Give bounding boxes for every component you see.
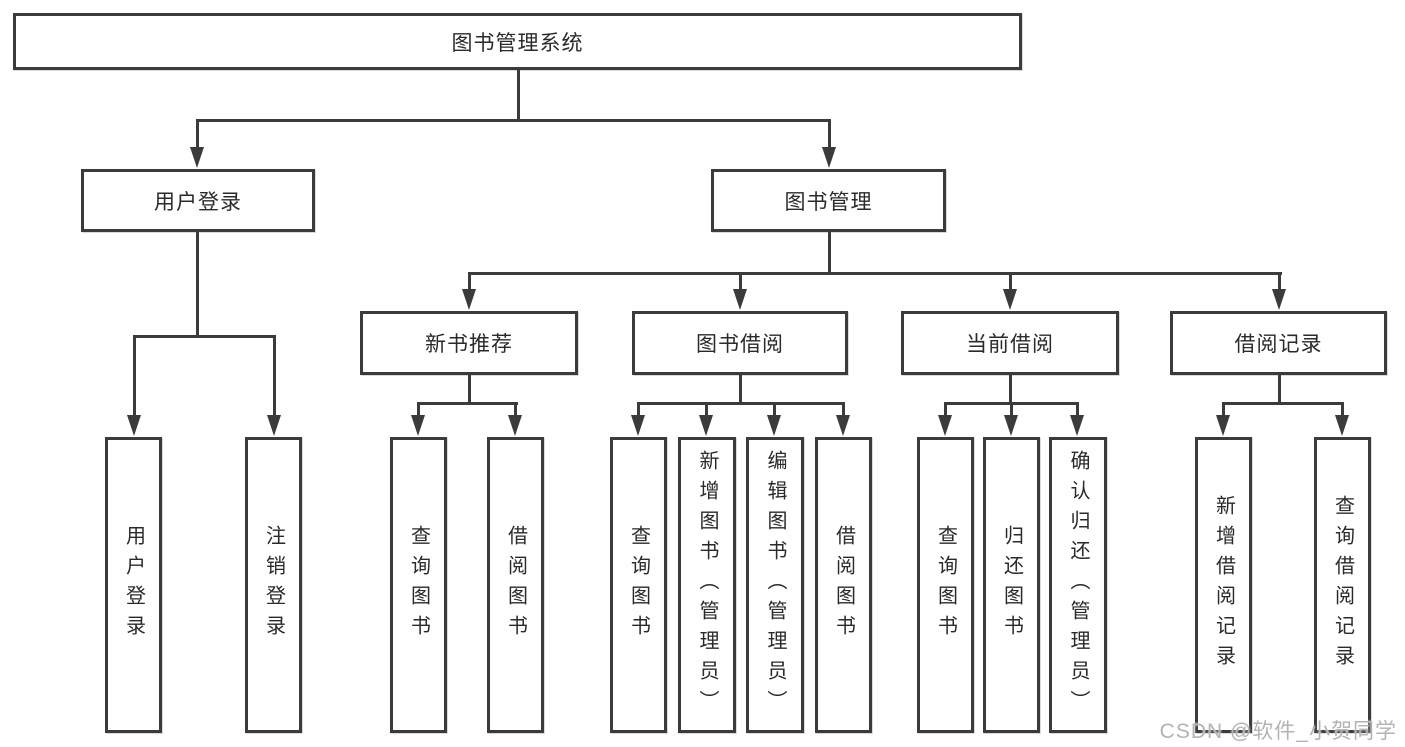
connector-line xyxy=(828,119,831,149)
leaf-add-books-admin: 新增图书（管理员） xyxy=(678,437,736,733)
arrowhead-down xyxy=(508,415,522,436)
connector-line xyxy=(1009,272,1012,292)
leaf-label: 注销登录 xyxy=(262,525,285,645)
connector-line xyxy=(1341,402,1344,418)
node-user-login-label: 用户登录 xyxy=(154,190,242,214)
leaf-user-login: 用户登录 xyxy=(105,437,162,733)
leaf-label: 借阅图书 xyxy=(504,525,527,645)
leaf-label: 查询图书 xyxy=(934,525,957,645)
arrowhead-down xyxy=(767,415,781,436)
arrowhead-down xyxy=(1003,289,1017,310)
node-root: 图书管理系统 xyxy=(13,13,1022,70)
leaf-label: 归还图书 xyxy=(1000,525,1023,645)
node-root-label: 图书管理系统 xyxy=(451,31,584,55)
connector-line xyxy=(1278,272,1281,292)
connector-line xyxy=(196,232,199,338)
connector-line xyxy=(637,402,640,418)
leaf-label: 借阅图书 xyxy=(832,525,855,645)
node-new-book-recommend: 新书推荐 xyxy=(360,311,578,375)
leaf-label: 查询图书 xyxy=(627,525,650,645)
connector-line xyxy=(468,375,471,405)
leaf-label: 确认归还（管理员） xyxy=(1067,450,1089,720)
node-book-borrow-label: 图书借阅 xyxy=(696,333,784,356)
arrowhead-down xyxy=(822,147,836,168)
leaf-label: 用户登录 xyxy=(122,525,145,645)
node-book-borrow: 图书借阅 xyxy=(632,311,848,375)
connector-line xyxy=(739,272,742,292)
leaf-add-borrow-record: 新增借阅记录 xyxy=(1195,437,1252,733)
leaf-label: 查询借阅记录 xyxy=(1331,495,1354,675)
arrowhead-down xyxy=(190,147,204,168)
arrowhead-down xyxy=(699,415,713,436)
arrowhead-down xyxy=(1004,415,1018,436)
leaf-return-books: 归还图书 xyxy=(983,437,1040,733)
node-book-management: 图书管理 xyxy=(711,169,946,232)
leaf-borrow-books-1: 借阅图书 xyxy=(487,437,544,733)
leaf-query-books-1: 查询图书 xyxy=(390,437,447,733)
connector-line xyxy=(1222,402,1225,418)
connector-line xyxy=(944,402,947,418)
arrowhead-down xyxy=(411,415,425,436)
connector-line xyxy=(468,272,471,292)
leaf-label: 新增借阅记录 xyxy=(1212,495,1235,675)
connector-line xyxy=(417,402,420,418)
connector-line xyxy=(1278,375,1281,405)
leaf-logout: 注销登录 xyxy=(245,437,302,733)
connector-line xyxy=(842,402,845,418)
arrowhead-down xyxy=(1272,289,1286,310)
connector-line xyxy=(1010,402,1013,418)
connector-line xyxy=(705,402,708,418)
arrowhead-down xyxy=(1216,415,1230,436)
leaf-query-books-3: 查询图书 xyxy=(917,437,974,733)
connector-line xyxy=(828,232,831,275)
node-current-borrow: 当前借阅 xyxy=(901,311,1119,375)
connector-line xyxy=(196,119,831,122)
leaf-query-borrow-record: 查询借阅记录 xyxy=(1314,437,1371,733)
csdn-watermark: CSDN @软件_小贺同学 xyxy=(1159,720,1397,743)
node-user-login: 用户登录 xyxy=(81,169,315,232)
arrowhead-down xyxy=(462,289,476,310)
leaf-borrow-books-2: 借阅图书 xyxy=(815,437,872,733)
connector-line xyxy=(773,402,776,418)
connector-line xyxy=(468,272,1282,275)
connector-line xyxy=(133,335,276,338)
arrowhead-down xyxy=(631,415,645,436)
arrowhead-down xyxy=(733,289,747,310)
leaf-edit-books-admin: 编辑图书（管理员） xyxy=(746,437,804,733)
connector-line xyxy=(196,119,199,149)
arrowhead-down xyxy=(1070,415,1084,436)
node-book-management-label: 图书管理 xyxy=(784,190,873,214)
connector-line xyxy=(739,375,742,405)
leaf-confirm-return-admin: 确认归还（管理员） xyxy=(1049,437,1107,733)
connector-line xyxy=(273,335,276,417)
arrowhead-down xyxy=(267,415,281,436)
arrowhead-down xyxy=(836,415,850,436)
connector-line xyxy=(637,402,845,405)
node-new-book-recommend-label: 新书推荐 xyxy=(425,333,513,356)
node-borrow-record: 借阅记录 xyxy=(1170,311,1387,375)
connector-line xyxy=(1076,402,1079,418)
node-borrow-record-label: 借阅记录 xyxy=(1234,333,1323,356)
node-current-borrow-label: 当前借阅 xyxy=(966,333,1054,356)
leaf-label: 查询图书 xyxy=(407,525,430,645)
connector-line xyxy=(1222,402,1343,405)
leaf-query-books-2: 查询图书 xyxy=(610,437,667,733)
connector-line xyxy=(514,402,517,418)
arrowhead-down xyxy=(127,415,141,436)
leaf-label: 新增图书（管理员） xyxy=(696,450,718,720)
connector-line xyxy=(133,335,136,417)
arrowhead-down xyxy=(938,415,952,436)
arrowhead-down xyxy=(1335,415,1349,436)
leaf-label: 编辑图书（管理员） xyxy=(764,450,786,720)
connector-line xyxy=(417,402,518,405)
connector-line xyxy=(1009,375,1012,405)
connector-line xyxy=(517,70,520,122)
